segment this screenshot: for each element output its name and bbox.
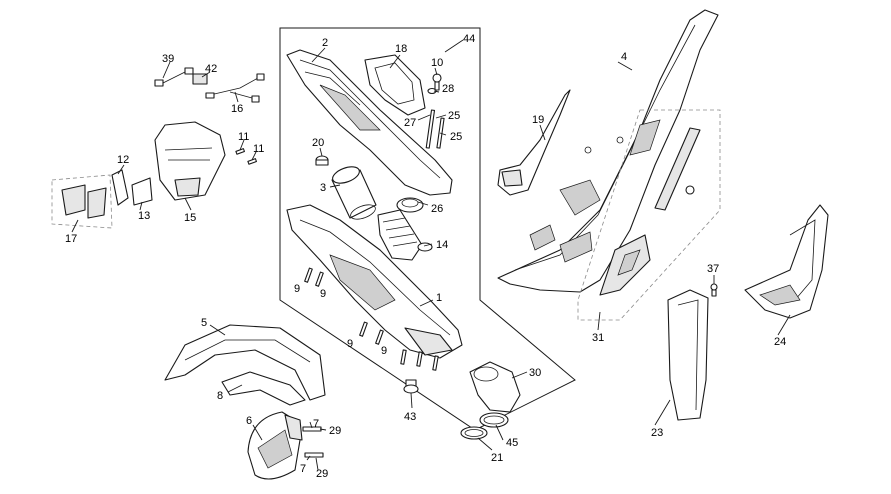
callout-14: 14 bbox=[436, 239, 448, 251]
part-24-plate bbox=[744, 204, 829, 319]
part-31-decals bbox=[577, 109, 721, 321]
callout-7a: 7 bbox=[313, 418, 319, 430]
part-18-housing bbox=[364, 54, 426, 116]
part-39-wire bbox=[154, 67, 194, 87]
callout-2: 2 bbox=[322, 37, 328, 49]
part-8-bracket bbox=[221, 371, 306, 406]
part-11-screws bbox=[235, 148, 257, 165]
part-13-bracket bbox=[131, 177, 153, 206]
part-10-bolt bbox=[432, 73, 442, 91]
callout-19: 19 bbox=[532, 114, 544, 126]
part-15-headlight bbox=[154, 121, 226, 201]
part-1-lower-cover bbox=[286, 204, 463, 359]
callout-27: 27 bbox=[404, 117, 416, 129]
callout-20: 20 bbox=[312, 137, 324, 149]
callout-15: 15 bbox=[184, 212, 196, 224]
callout-25a: 25 bbox=[448, 110, 460, 122]
part-45-clamp bbox=[479, 412, 509, 428]
part-16-harness bbox=[205, 73, 265, 103]
callout-18: 18 bbox=[395, 43, 407, 55]
callout-16: 16 bbox=[231, 103, 243, 115]
callout-37: 37 bbox=[707, 263, 719, 275]
callout-29b: 29 bbox=[316, 468, 328, 480]
callout-17: 17 bbox=[65, 233, 77, 245]
part-20-nut bbox=[315, 155, 329, 166]
callout-43: 43 bbox=[404, 411, 416, 423]
callout-12: 12 bbox=[117, 154, 129, 166]
part-30-boot bbox=[469, 361, 521, 413]
part-42-connector bbox=[192, 73, 208, 85]
callout-44: 44 bbox=[463, 33, 475, 45]
callout-10: 10 bbox=[431, 57, 443, 69]
callout-45: 45 bbox=[506, 437, 518, 449]
callout-13: 13 bbox=[138, 210, 150, 222]
part-12-bracket bbox=[111, 169, 129, 206]
callout-9a: 9 bbox=[294, 283, 300, 295]
callout-6: 6 bbox=[246, 415, 252, 427]
part-2-cover bbox=[286, 49, 453, 196]
part-23-rear-fender bbox=[667, 289, 709, 421]
callout-4: 4 bbox=[621, 51, 627, 63]
callout-8: 8 bbox=[217, 390, 223, 402]
part-4-side-panel bbox=[497, 9, 719, 293]
part-21-ring bbox=[460, 426, 488, 440]
callout-31: 31 bbox=[592, 332, 604, 344]
callout-24: 24 bbox=[774, 336, 786, 348]
callout-21: 21 bbox=[491, 452, 503, 464]
part-7-bolts bbox=[302, 426, 324, 458]
part-3-filter bbox=[331, 166, 377, 220]
assembly-44-outline bbox=[279, 27, 576, 431]
part-19-bracket bbox=[497, 89, 571, 196]
part-37-screw bbox=[710, 283, 718, 297]
callout-7b: 7 bbox=[300, 463, 306, 475]
part-9-screws bbox=[304, 267, 439, 371]
callout-labels: 2 18 44 10 28 27 25 25 20 3 26 14 1 9 9 … bbox=[65, 33, 786, 480]
callout-39: 39 bbox=[162, 53, 174, 65]
callout-1: 1 bbox=[436, 292, 442, 304]
callout-30: 30 bbox=[529, 367, 541, 379]
callout-29a: 29 bbox=[329, 425, 341, 437]
callout-9b: 9 bbox=[320, 288, 326, 300]
callout-5: 5 bbox=[201, 317, 207, 329]
part-17-decal bbox=[51, 174, 113, 229]
part-5-front-fender bbox=[164, 324, 326, 401]
part-26-flange bbox=[396, 197, 424, 213]
callout-3: 3 bbox=[320, 182, 326, 194]
callout-28: 28 bbox=[442, 83, 454, 95]
callout-25b: 25 bbox=[450, 131, 462, 143]
callout-26: 26 bbox=[431, 203, 443, 215]
callout-42: 42 bbox=[205, 63, 217, 75]
part-6-disc-guard bbox=[247, 411, 303, 480]
callout-23: 23 bbox=[651, 427, 663, 439]
callout-9d: 9 bbox=[381, 345, 387, 357]
leader-lines bbox=[71, 39, 791, 471]
callout-11b: 11 bbox=[253, 143, 264, 155]
part-14-pump bbox=[377, 209, 433, 261]
callout-11a: 11 bbox=[238, 131, 249, 143]
part-43-cap bbox=[403, 379, 419, 394]
callout-9c: 9 bbox=[347, 338, 353, 350]
